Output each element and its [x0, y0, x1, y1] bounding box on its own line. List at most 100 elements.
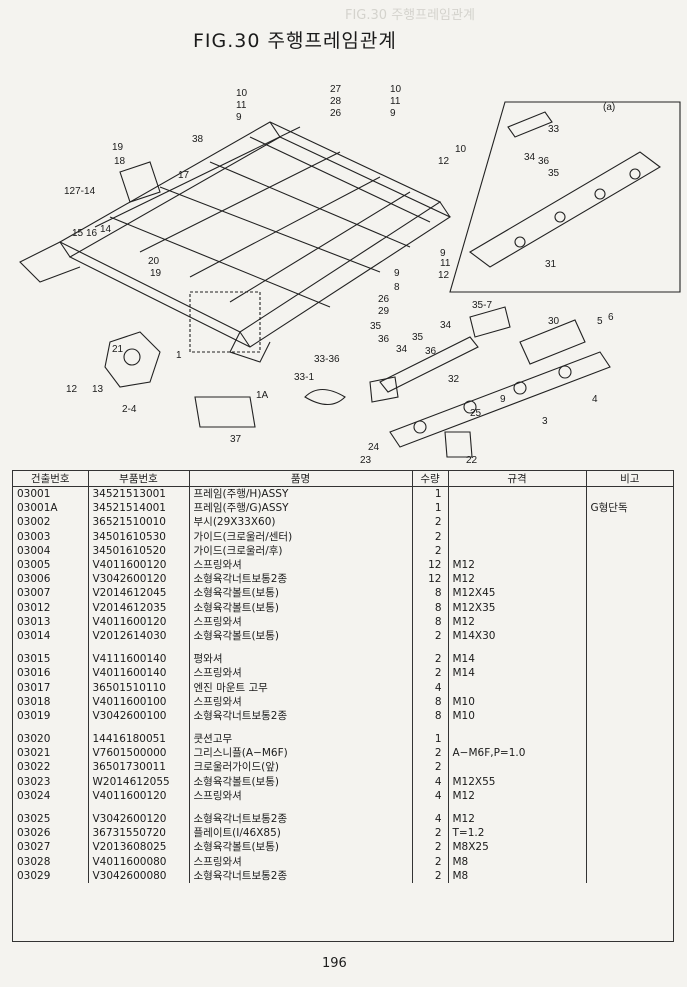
spacer-cell — [448, 643, 587, 653]
cell-part-name: 소형육각볼트(보통) — [189, 628, 413, 644]
cell-remark — [586, 826, 673, 840]
callout-label: 10 — [455, 144, 467, 155]
cell-part-no: 34521514001 — [88, 501, 190, 516]
spacer-cell — [189, 802, 413, 812]
cell-drawing-no: 03001A — [13, 501, 89, 516]
cell-part-no: 36501510110 — [88, 680, 190, 695]
cell-remark — [586, 515, 673, 529]
cell-spec: T=1.2 — [448, 826, 587, 841]
cell-quantity: 2 — [412, 840, 449, 855]
cell-drawing-no: 03002 — [13, 515, 89, 530]
cell-spec — [448, 501, 587, 516]
cell-part-no: W2014612055 — [88, 774, 190, 789]
cell-quantity: 1 — [412, 501, 449, 516]
cell-part-name: 소형육각볼트(보통) — [189, 586, 413, 601]
table-header-row: 건출번호 부품번호 품명 수량 규격 비고 — [13, 471, 673, 487]
cell-quantity: 2 — [412, 854, 449, 869]
cell-remark — [586, 775, 673, 789]
callout-label: 35-7 — [472, 300, 492, 311]
cell-remark — [586, 487, 673, 502]
cell-remark — [586, 586, 673, 600]
cell-spec: M10 — [448, 708, 587, 723]
cell-part-name: 크로울러가이드(앞) — [189, 760, 413, 775]
cell-drawing-no: 03012 — [13, 600, 89, 615]
callout-label: 8 — [394, 282, 400, 293]
cell-quantity: 8 — [412, 708, 449, 723]
callout-label: 26 — [378, 294, 390, 305]
cell-part-name: 스프링와셔 — [189, 854, 413, 869]
spacer-cell — [448, 723, 587, 732]
cell-spec: M12X45 — [448, 586, 587, 601]
spacer-cell — [189, 643, 413, 653]
cell-quantity: 2 — [412, 628, 449, 644]
cell-spec — [448, 680, 587, 695]
callout-label: 34 — [524, 152, 536, 163]
crawler-guide-35-7 — [469, 306, 511, 338]
callout-label: 6 — [608, 312, 614, 323]
cell-spec: M14 — [448, 666, 587, 681]
cell-quantity: 12 — [412, 557, 449, 573]
cell-part-no: 34501610530 — [88, 529, 190, 544]
cell-spec: M10 — [448, 694, 587, 709]
cell-part-no: V4011600120 — [88, 557, 190, 573]
callout-label: 12 — [438, 270, 450, 281]
callout-label: 12 — [438, 156, 450, 167]
spacer-cell — [586, 643, 673, 652]
callout-label: 23 — [360, 455, 372, 464]
callout-label: 4 — [592, 394, 598, 405]
cell-remark — [586, 544, 673, 558]
cell-drawing-no: 03013 — [13, 614, 89, 629]
cell-remark — [586, 572, 673, 586]
spacer-cell — [13, 643, 89, 653]
cell-part-no: V2014612045 — [88, 586, 190, 601]
callout-label: 20 — [148, 256, 160, 267]
cell-remark — [586, 666, 673, 680]
inset-rail — [469, 151, 661, 268]
header-spec: 규격 — [448, 471, 587, 487]
cell-part-name: 부시(29X33X60) — [189, 515, 413, 530]
cell-quantity: 2 — [412, 868, 449, 883]
cell-part-name: 소형육각볼트(보통) — [189, 840, 413, 855]
callout-label: 1 — [176, 350, 182, 361]
callout-label: 2-4 — [122, 404, 137, 415]
callout-label: 10 — [390, 84, 402, 95]
cell-drawing-no: 03017 — [13, 680, 89, 695]
cell-quantity: 8 — [412, 694, 449, 709]
cell-remark — [586, 530, 673, 544]
spacer-cell — [412, 723, 449, 732]
callout-label: 9 — [390, 108, 396, 119]
cell-quantity: 2 — [412, 666, 449, 681]
header-part-no: 부품번호 — [88, 471, 190, 487]
cell-remark — [586, 732, 673, 746]
cell-remark — [586, 680, 673, 694]
cell-spec — [448, 529, 587, 544]
callout-label: 12 — [66, 384, 78, 395]
cell-remark — [586, 840, 673, 854]
cell-part-name: 스프링와셔 — [189, 614, 413, 629]
plate-37 — [194, 396, 256, 428]
cell-drawing-no: 03022 — [13, 760, 89, 775]
cell-spec: M8X25 — [448, 840, 587, 855]
cell-part-name: 엔진 마운트 고무 — [189, 680, 413, 695]
callout-label: 37 — [230, 434, 242, 445]
callout-label: 9 — [394, 268, 400, 279]
cell-quantity: 2 — [412, 515, 449, 530]
spacer-cell — [586, 803, 673, 812]
callout-label: 15 — [72, 228, 84, 239]
cell-drawing-no: 03027 — [13, 840, 89, 855]
callout-label: 14 — [100, 224, 112, 235]
cell-spec: M12 — [448, 557, 587, 573]
cell-remark — [586, 709, 673, 723]
cell-spec: M8 — [448, 868, 587, 883]
